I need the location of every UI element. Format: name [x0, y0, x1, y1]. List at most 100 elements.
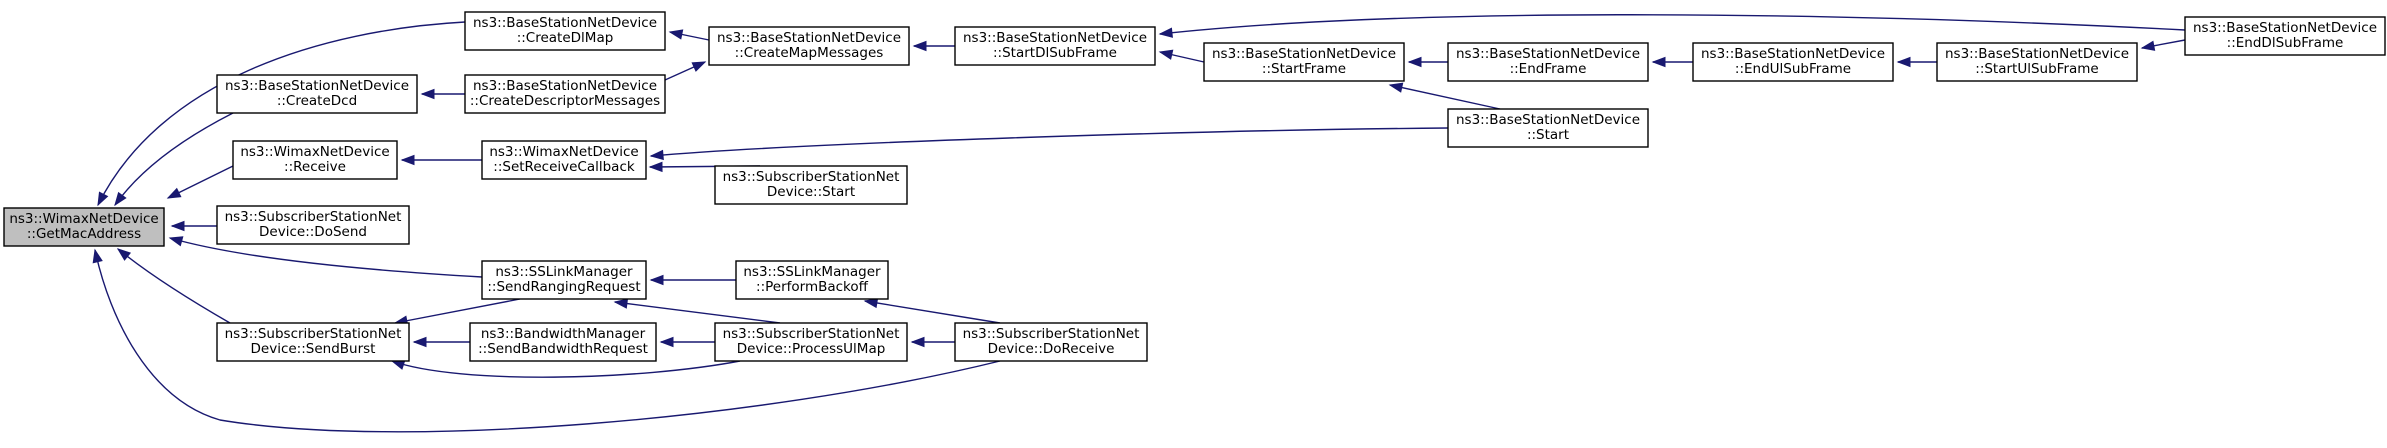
node-box[interactable] [216, 322, 410, 362]
node-box[interactable] [954, 26, 1156, 66]
node-getmacaddress[interactable]: ns3::WimaxNetDevice::GetMacAddress [3, 207, 165, 247]
edge-createdescriptormessages-to-createmapmessages [664, 61, 707, 81]
edge-line [614, 301, 781, 324]
node-box[interactable] [708, 26, 910, 66]
node-startdlsubframe[interactable]: ns3::BaseStationNetDevice::StartDlSubFra… [954, 26, 1156, 66]
edge-createdescriptormessages-to-createdcd [420, 88, 465, 100]
edge-wimax-receive-to-getmacaddress [166, 165, 234, 199]
node-box[interactable] [1692, 42, 1894, 82]
node-wimax-receive[interactable]: ns3::WimaxNetDevice::Receive [232, 140, 398, 180]
node-label-line: Device::DoReceive [988, 341, 1115, 357]
edge-setreceivecallback-to-wimax-receive [400, 154, 482, 166]
node-box[interactable] [1936, 42, 2138, 82]
node-box[interactable] [464, 11, 666, 51]
nodes-layer: ns3::WimaxNetDevice::GetMacAddressns3::B… [3, 11, 2386, 362]
node-performbackoff[interactable]: ns3::SSLinkManager::PerformBackoff [735, 260, 889, 300]
node-box[interactable] [735, 260, 889, 300]
arrowhead [910, 336, 925, 348]
arrowhead [412, 336, 427, 348]
arrowhead [390, 359, 406, 370]
node-label-line: ::Receive [284, 159, 346, 175]
edge-line [864, 300, 1001, 324]
node-endframe[interactable]: ns3::BaseStationNetDevice::EndFrame [1447, 42, 1649, 82]
node-startframe[interactable]: ns3::BaseStationNetDevice::StartFrame [1203, 42, 1405, 82]
node-box[interactable] [714, 165, 908, 205]
edge-startulsubframe-to-endulsubframe [1896, 56, 1937, 68]
node-box[interactable] [464, 74, 666, 114]
node-label-line: ns3::BaseStationNetDevice [473, 15, 657, 31]
node-box[interactable] [954, 322, 1148, 362]
node-label-line: ns3::BaseStationNetDevice [2193, 20, 2377, 36]
edge-bs-start-to-startframe [1388, 82, 1501, 110]
node-doreceive[interactable]: ns3::SubscriberStationNetDevice::DoRecei… [954, 322, 1148, 362]
edge-processulmap-to-sendburst [390, 359, 741, 378]
node-createdlmap[interactable]: ns3::BaseStationNetDevice::CreateDlMap [464, 11, 666, 51]
node-label-line: ::EndUlSubFrame [1735, 61, 1851, 77]
arrowhead [863, 297, 879, 309]
node-setreceivecallback[interactable]: ns3::WimaxNetDevice::SetReceiveCallback [481, 140, 647, 180]
node-box[interactable] [1447, 108, 1649, 148]
arrowhead [649, 149, 664, 161]
node-label-line: ns3::SSLinkManager [743, 264, 881, 280]
node-label-line: ns3::BaseStationNetDevice [1945, 46, 2129, 62]
edge-bs-start-to-setreceivecallback [649, 127, 1449, 161]
edge-doreceive-to-processulmap [910, 336, 955, 348]
node-createdescriptormessages[interactable]: ns3::BaseStationNetDevice::CreateDescrip… [464, 74, 666, 114]
node-box[interactable] [1447, 42, 1649, 82]
node-label-line: ::StartDlSubFrame [993, 45, 1117, 61]
node-label-line: ::CreateDescriptorMessages [470, 93, 660, 109]
edge-createdlmap-to-getmacaddress [97, 21, 466, 207]
node-box[interactable] [2184, 16, 2386, 56]
edge-processulmap-to-sendbandwidthrequest [659, 336, 715, 348]
arrowhead [166, 187, 182, 199]
node-label-line: Device::DoSend [259, 224, 367, 240]
node-label-line: ns3::BaseStationNetDevice [1456, 46, 1640, 62]
edge-line [1159, 14, 2186, 35]
node-sendbandwidthrequest[interactable]: ns3::BandwidthManager::SendBandwidthRequ… [469, 322, 657, 362]
edge-sendrangingrequest-to-getmacaddress [168, 236, 483, 278]
edge-processulmap-to-sendrangingrequest [613, 298, 781, 324]
edge-sendbandwidthrequest-to-sendburst [412, 336, 470, 348]
node-processulmap[interactable]: ns3::SubscriberStationNetDevice::Process… [714, 322, 908, 362]
arrowhead [659, 336, 674, 348]
edge-line [117, 248, 231, 324]
edge-startdlsubframe-to-createmapmessages [912, 40, 955, 52]
node-label-line: ns3::BaseStationNetDevice [963, 30, 1147, 46]
node-enddlsubframe[interactable]: ns3::BaseStationNetDevice::EndDlSubFrame [2184, 16, 2386, 56]
node-label-line: ns3::BaseStationNetDevice [1701, 46, 1885, 62]
node-box[interactable] [714, 322, 908, 362]
edge-doreceive-to-performbackoff [863, 297, 1001, 324]
node-box[interactable] [232, 140, 398, 180]
node-box[interactable] [481, 260, 647, 300]
node-sendrangingrequest[interactable]: ns3::SSLinkManager::SendRangingRequest [481, 260, 647, 300]
node-box[interactable] [3, 207, 165, 247]
arrowhead [1896, 56, 1911, 68]
edge-endframe-to-startframe [1407, 56, 1448, 68]
node-box[interactable] [216, 205, 410, 245]
edge-enddlsubframe-to-startdlsubframe [1158, 14, 2186, 38]
arrowhead [420, 88, 435, 100]
node-box[interactable] [216, 74, 418, 114]
node-bs-start[interactable]: ns3::BaseStationNetDevice::Start [1447, 108, 1649, 148]
arrowhead [170, 220, 185, 232]
node-box[interactable] [1203, 42, 1405, 82]
edge-performbackoff-to-sendrangingrequest [649, 274, 736, 286]
node-label-line: Device::ProcessUlMap [737, 341, 886, 357]
node-startulsubframe[interactable]: ns3::BaseStationNetDevice::StartUlSubFra… [1936, 42, 2138, 82]
node-endulsubframe[interactable]: ns3::BaseStationNetDevice::EndUlSubFrame [1692, 42, 1894, 82]
arrowhead [114, 191, 127, 207]
edge-line [97, 21, 466, 206]
node-label-line: ns3::BaseStationNetDevice [1456, 112, 1640, 128]
node-box[interactable] [469, 322, 657, 362]
node-createdcd[interactable]: ns3::BaseStationNetDevice::CreateDcd [216, 74, 418, 114]
node-box[interactable] [481, 140, 647, 180]
node-label-line: ::StartUlSubFrame [1975, 61, 2098, 77]
edge-line [169, 237, 483, 278]
node-sendburst[interactable]: ns3::SubscriberStationNetDevice::SendBur… [216, 322, 410, 362]
node-label-line: ns3::SSLinkManager [495, 264, 633, 280]
node-label-line: ::EndDlSubFrame [2227, 35, 2344, 51]
node-createmapmessages[interactable]: ns3::BaseStationNetDevice::CreateMapMess… [708, 26, 910, 66]
